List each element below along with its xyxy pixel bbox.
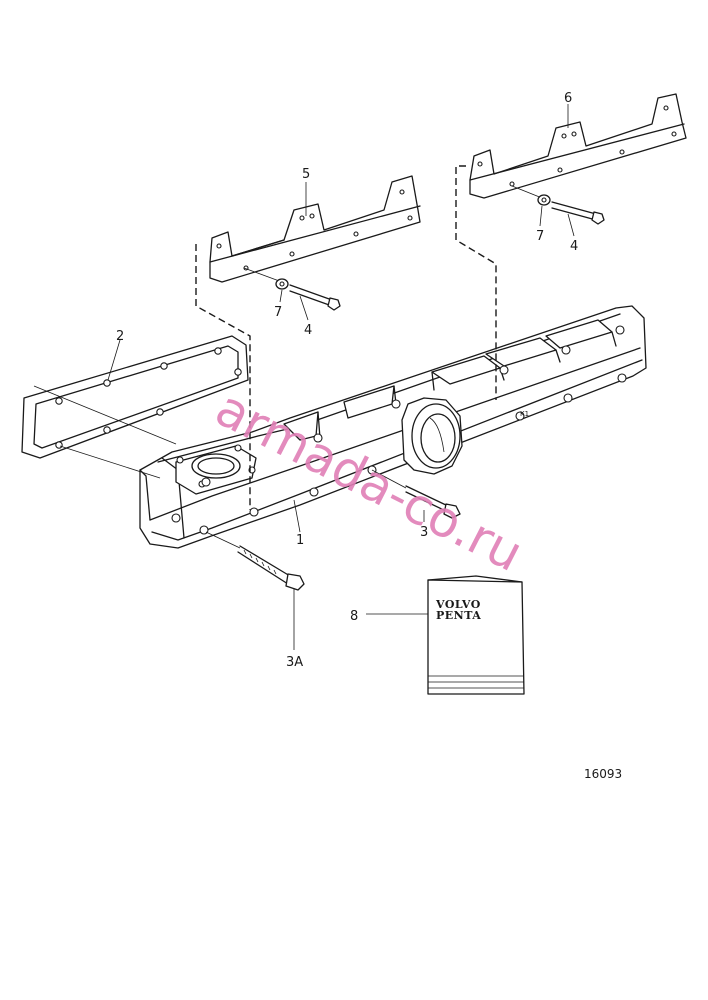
callout-7-rear: 7	[536, 229, 544, 244]
callout-8: 8	[350, 609, 358, 624]
callout-3a: 3A	[286, 655, 303, 670]
callout-4-front: 4	[304, 323, 312, 338]
gasket-kit-bag: VOLVO PENTA	[427, 575, 525, 695]
heat-shield-bolt-rear	[511, 185, 605, 225]
exhaust-manifold-part: K1	[139, 305, 647, 549]
kit-brand-line-1: VOLVO	[435, 598, 481, 611]
callout-6: 6	[564, 91, 572, 106]
callout-1: 1	[296, 533, 304, 548]
callout-2: 2	[116, 329, 124, 344]
gasket-leaders	[33, 385, 177, 479]
callout-4-rear: 4	[570, 239, 578, 254]
svg-text:K1: K1	[520, 410, 529, 418]
heat-shield-bolt-front	[243, 267, 341, 311]
manifold-bolt-short	[371, 469, 461, 519]
callout-7-front: 7	[274, 305, 282, 320]
callout-leaders	[107, 104, 575, 650]
gasket-part	[21, 335, 249, 459]
heat-shield-rear-part	[469, 93, 687, 199]
callout-3: 3	[420, 525, 428, 540]
kit-brand-line-2: PENTA	[436, 609, 481, 622]
heat-shield-front-part	[209, 175, 421, 283]
callout-labels: 2 5 6 7 4 7 4 1 3 3A 8	[116, 91, 578, 670]
alignment-lines	[195, 165, 497, 510]
callout-5: 5	[302, 167, 310, 182]
manifold-bolt-long	[205, 531, 305, 591]
drawing-number: 16093	[584, 767, 622, 781]
